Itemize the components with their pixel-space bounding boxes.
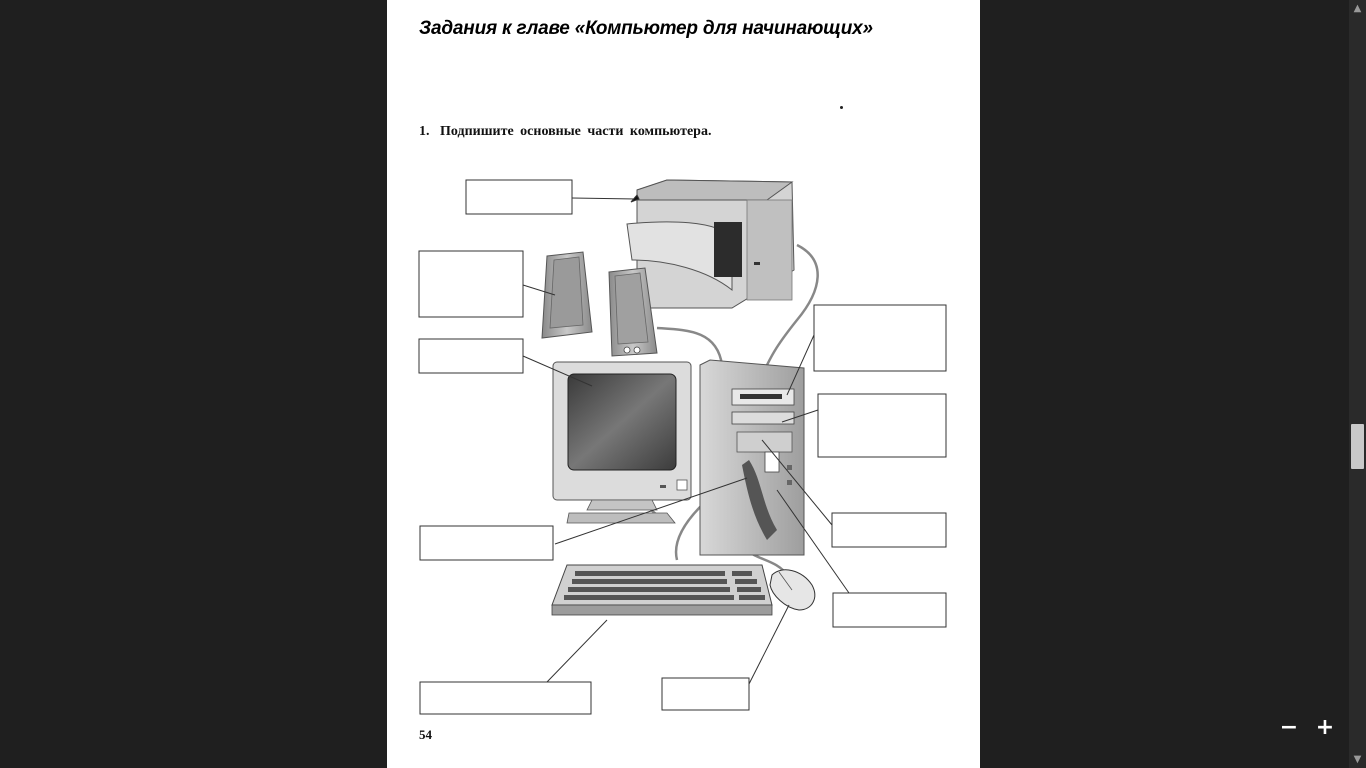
zoom-out-button[interactable]: − <box>1279 715 1299 740</box>
label-box[interactable] <box>418 250 524 318</box>
printer-icon <box>626 179 795 309</box>
scroll-thumb[interactable] <box>1351 424 1364 469</box>
task-1: 1. Подпишите основные части компьютера. <box>419 124 711 140</box>
label-box[interactable] <box>817 393 947 458</box>
computer-parts-illustration <box>418 179 947 715</box>
label-boxes <box>418 179 947 715</box>
task-number: 1. <box>419 124 430 139</box>
vertical-scrollbar[interactable]: ▲ ▼ <box>1349 0 1366 768</box>
label-box[interactable] <box>661 677 750 711</box>
scroll-down-icon[interactable]: ▼ <box>1353 754 1362 765</box>
zoom-in-button[interactable]: + <box>1315 715 1335 740</box>
document-page: Задания к главе «Компьютер для начинающи… <box>387 0 980 768</box>
label-box[interactable] <box>465 179 573 215</box>
label-box[interactable] <box>418 338 524 374</box>
label-box[interactable] <box>419 525 554 561</box>
monitor-icon <box>552 361 692 524</box>
leader-lines <box>522 194 850 685</box>
speakers-icon <box>541 251 658 357</box>
label-box[interactable] <box>832 592 947 628</box>
scroll-up-icon[interactable]: ▲ <box>1353 3 1362 14</box>
label-box[interactable] <box>419 681 592 715</box>
task-text: Подпишите основные части компьютера. <box>440 124 712 139</box>
system-unit-icon <box>699 359 805 556</box>
print-speck <box>840 106 843 109</box>
page-number: 54 <box>419 727 432 742</box>
page-title: Задания к главе «Компьютер для начинающи… <box>419 18 873 39</box>
keyboard-icon <box>551 564 773 616</box>
label-box[interactable] <box>813 304 947 372</box>
label-box[interactable] <box>831 512 947 548</box>
mouse-icon <box>769 569 816 611</box>
